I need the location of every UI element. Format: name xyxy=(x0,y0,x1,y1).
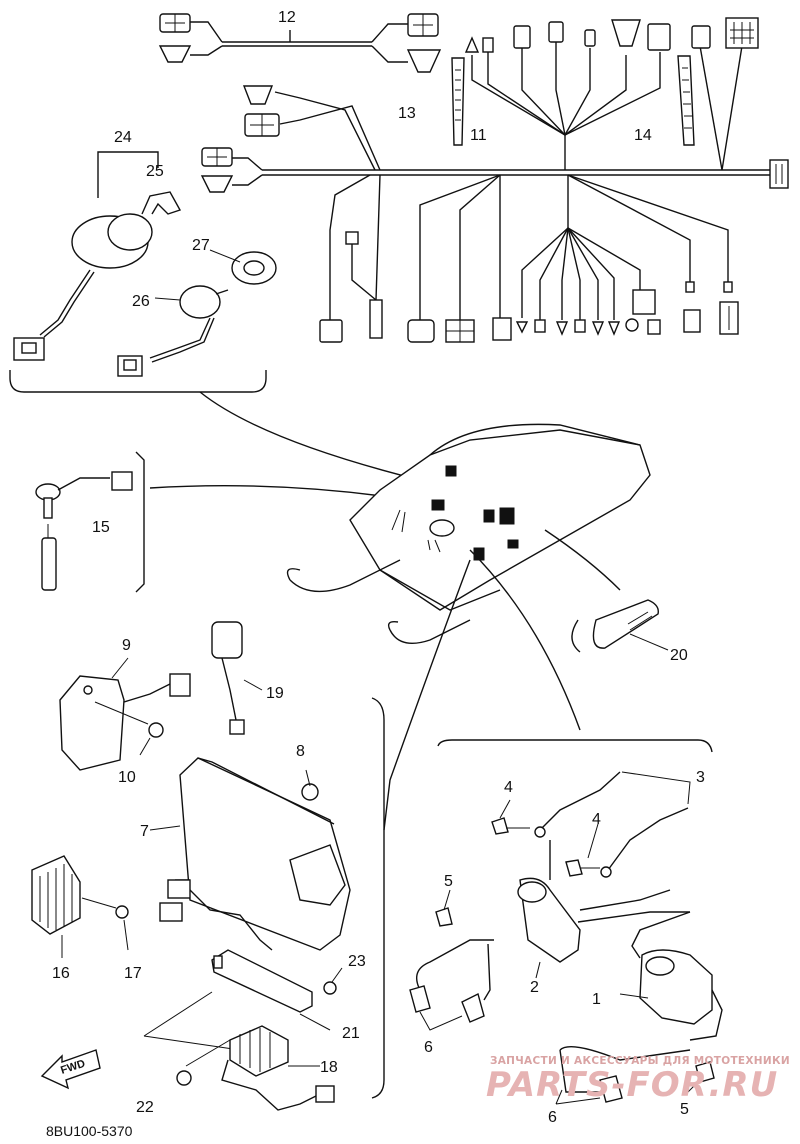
rectifier-9 xyxy=(59,657,191,771)
regulator-16 xyxy=(31,855,129,958)
callout-24: 24 xyxy=(114,129,132,146)
plug-15 xyxy=(35,451,145,593)
wire-harness-12 xyxy=(158,13,442,73)
callout-9: 9 xyxy=(122,637,131,654)
callout-23: 23 xyxy=(348,953,366,970)
callout-15: 15 xyxy=(92,519,110,536)
fwd-arrow: FWD xyxy=(40,1049,101,1090)
callout-17: 17 xyxy=(124,965,142,982)
callout-20: 20 xyxy=(670,647,688,664)
callout-3: 3 xyxy=(696,769,705,786)
callout-25: 25 xyxy=(146,163,164,180)
callout-27: 27 xyxy=(192,237,210,254)
cable-tie-14 xyxy=(677,55,695,146)
callout-21: 21 xyxy=(342,1025,360,1042)
callout-4: 4 xyxy=(504,779,513,796)
relay-group xyxy=(143,949,343,1111)
watermark-tagline: ЗАПЧАСТИ И АКСЕССУАРЫ ДЛЯ МОТОТЕХНИКИ xyxy=(490,1055,790,1067)
callout-8: 8 xyxy=(296,743,305,760)
wire-harness-11 xyxy=(200,17,789,343)
callout-11: 11 xyxy=(470,127,487,144)
callout-10: 10 xyxy=(118,769,136,786)
callout-18: 18 xyxy=(320,1059,338,1076)
callout-2: 2 xyxy=(530,979,539,996)
callout-1: 1 xyxy=(592,991,601,1008)
callout-4b: 4 xyxy=(592,811,601,828)
callout-14: 14 xyxy=(634,127,652,144)
callout-16: 16 xyxy=(52,965,70,982)
drawing-code: 8BU100-5370 xyxy=(46,1123,133,1139)
cable-tie-13 xyxy=(451,57,465,146)
callout-22: 22 xyxy=(136,1099,154,1116)
coil-19 xyxy=(211,621,263,735)
callout-26: 26 xyxy=(132,293,150,310)
callout-12: 12 xyxy=(278,9,296,26)
snowmobile-illustration xyxy=(149,391,651,831)
callout-6: 6 xyxy=(424,1039,433,1056)
ignition-coil-group xyxy=(409,739,723,1105)
callout-13: 13 xyxy=(398,105,416,122)
callout-5: 5 xyxy=(444,873,453,890)
callout-5b: 5 xyxy=(680,1101,689,1118)
watermark-logo: PARTS-FOR.RU xyxy=(486,1065,778,1105)
callout-6b: 6 xyxy=(548,1109,557,1126)
cdi-unit-7 xyxy=(149,697,385,1099)
callout-7: 7 xyxy=(140,823,149,840)
callout-19: 19 xyxy=(266,685,284,702)
cable-tie-20 xyxy=(571,599,669,653)
main-switch-group xyxy=(9,151,277,393)
